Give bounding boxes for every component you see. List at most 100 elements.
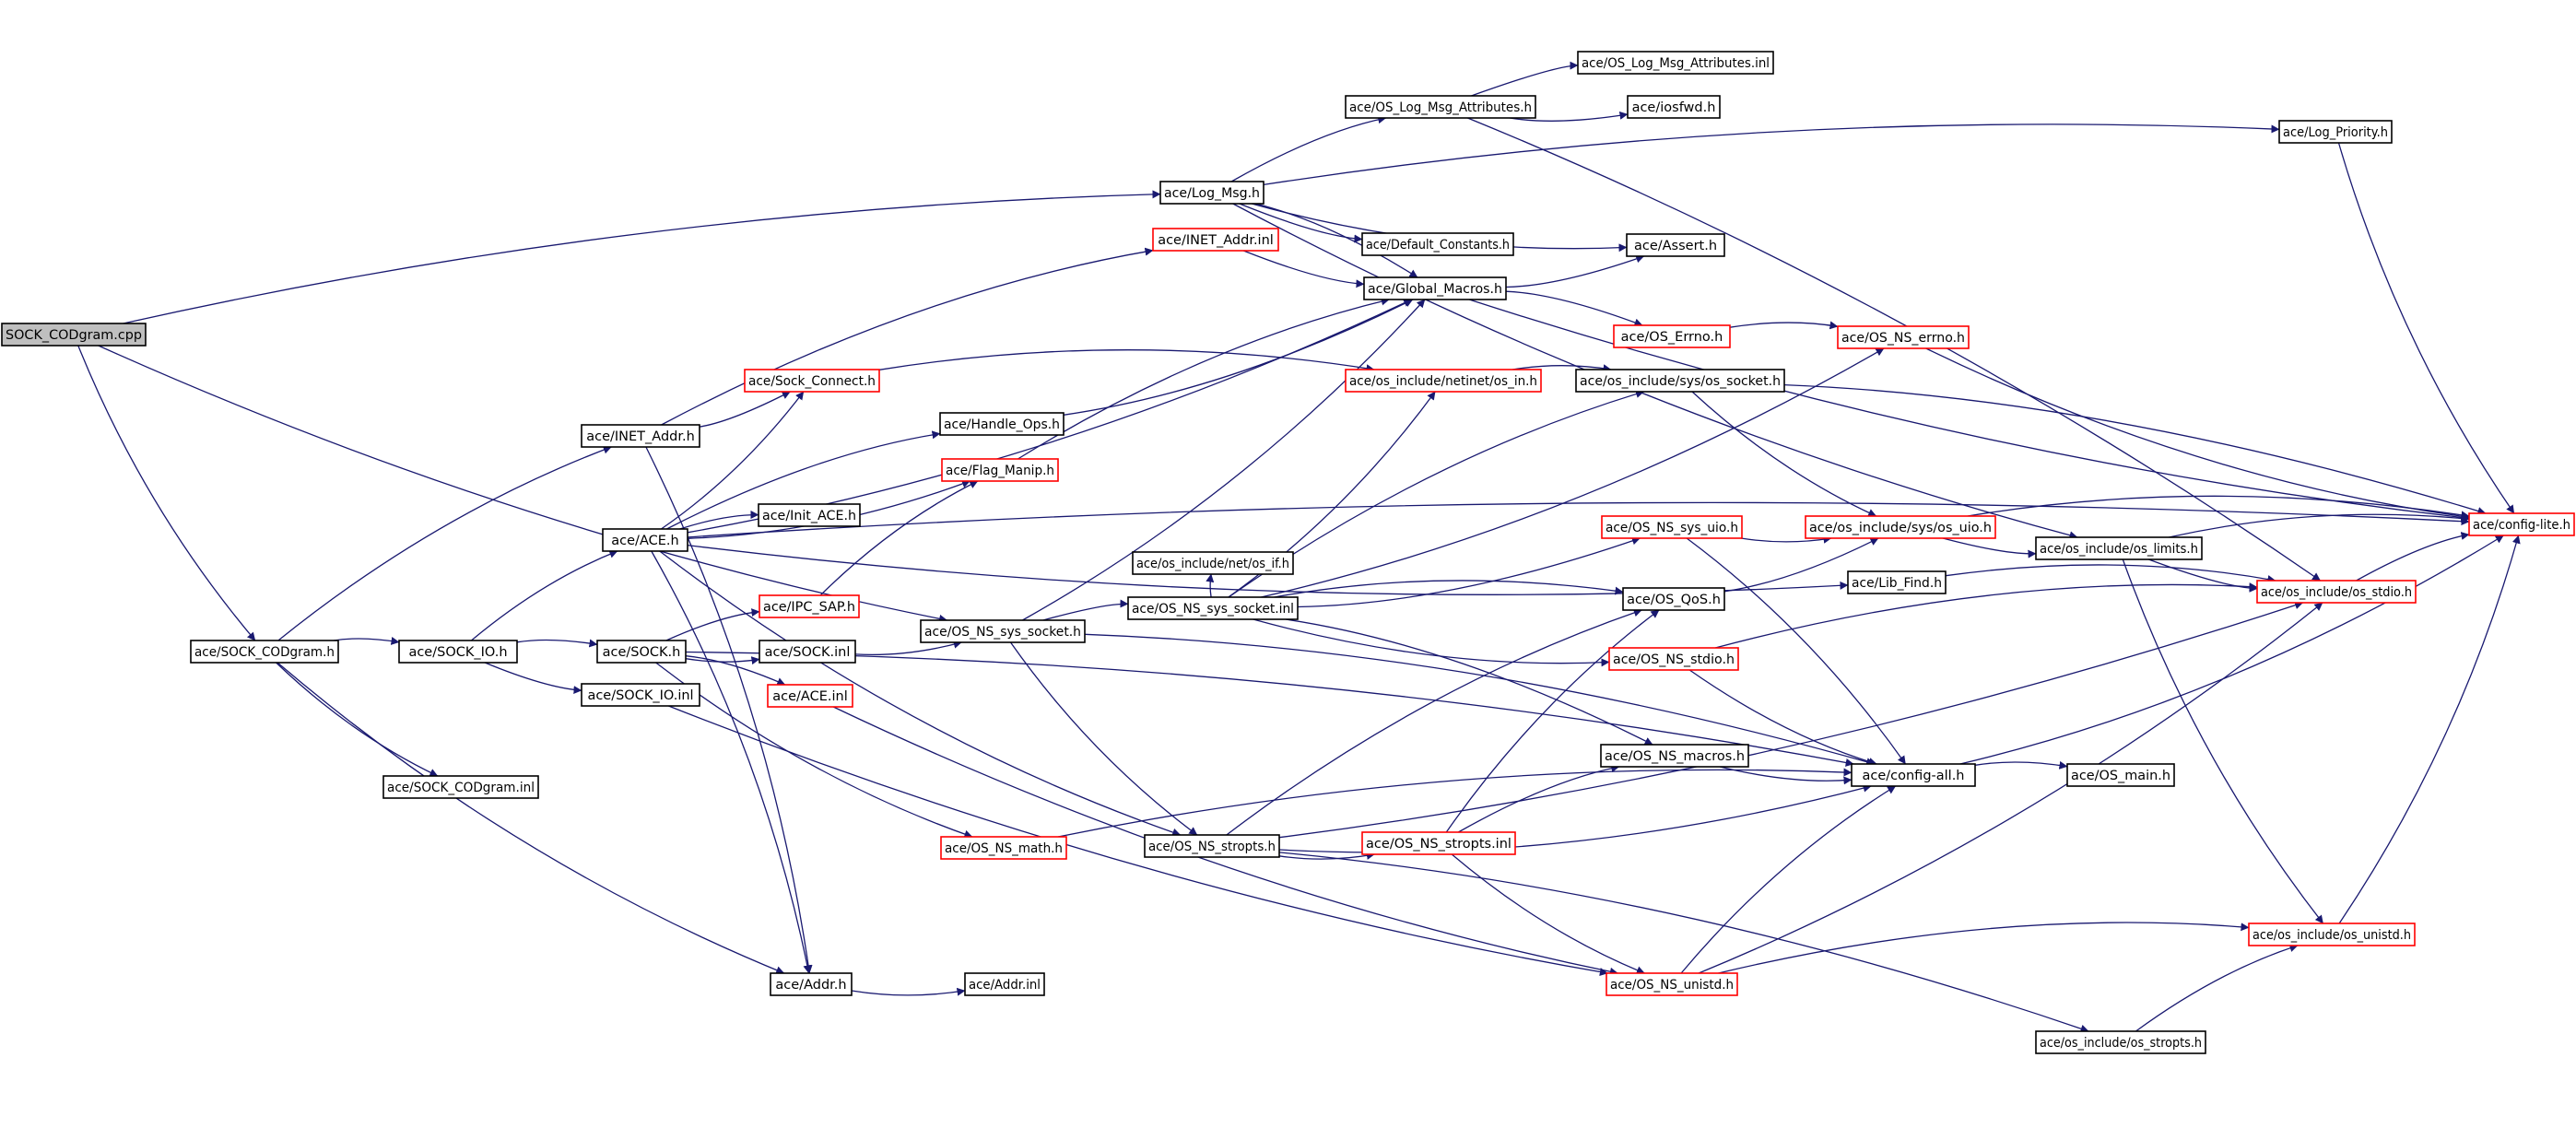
node-box — [1345, 95, 1536, 119]
node-os_log_msg_attr_h[interactable]: ace/OS_Log_Msg_Attributes.h — [1345, 95, 1536, 119]
node-config_lite_h[interactable]: ace/config-lite.h — [2468, 512, 2575, 536]
edge-sock_io_h-to-ace_h — [470, 549, 618, 641]
node-flag_manip_h[interactable]: ace/Flag_Manip.h — [941, 458, 1059, 482]
node-box — [759, 594, 860, 618]
node-label: ace/OS_main.h — [2071, 769, 2170, 783]
edge-inet_addr_h-to-sock_connect_h — [699, 391, 791, 428]
node-label: ace/config-all.h — [1862, 769, 1964, 783]
node-os_ns_unistd_h[interactable]: ace/OS_NS_unistd.h — [1606, 972, 1738, 996]
node-label: ace/SOCK_CODgram.h — [194, 645, 335, 660]
node-os_ns_stropts_h[interactable]: ace/OS_NS_stropts.h — [1144, 834, 1280, 858]
node-os_ns_macros_h[interactable]: ace/OS_NS_macros.h — [1600, 744, 1749, 768]
node-log_msg_h[interactable]: ace/Log_Msg.h — [1159, 181, 1264, 205]
node-os_ns_stdio_h[interactable]: ace/OS_NS_stdio.h — [1608, 647, 1739, 671]
node-iosfwd_h[interactable]: ace/iosfwd.h — [1627, 95, 1721, 119]
node-sock_inl[interactable]: ace/SOCK.inl — [759, 640, 856, 664]
node-global_macros_h[interactable]: ace/Global_Macros.h — [1363, 276, 1507, 300]
edge-log_priority_h-to-config_lite_h — [2337, 142, 2515, 514]
node-init_ace_h[interactable]: ace/Init_ACE.h — [758, 503, 861, 527]
node-os_ns_stropts_inl[interactable]: ace/OS_NS_stropts.inl — [1361, 831, 1516, 855]
edge-flag_manip_h-to-global_macros_h — [1017, 297, 1390, 460]
node-sock_codgram_inl[interactable]: ace/SOCK_CODgram.inl — [382, 775, 539, 799]
node-inet_addr_h[interactable]: ace/INET_Addr.h — [581, 424, 700, 448]
node-label: ace/INET_Addr.h — [586, 429, 695, 444]
node-os_log_msg_attr_inl[interactable]: ace/OS_Log_Msg_Attributes.inl — [1577, 51, 1774, 75]
node-sock_h[interactable]: ace/SOCK.h — [596, 640, 687, 664]
node-assert_h[interactable]: ace/Assert.h — [1626, 233, 1725, 257]
edge-os_ns_stropts_inl-to-os_ns_macros_h — [1457, 764, 1620, 833]
node-os_errno_h[interactable]: ace/OS_Errno.h — [1613, 324, 1731, 348]
edge-os_errno_h-to-os_ns_errno_h — [1729, 321, 1839, 330]
node-label: ace/config-lite.h — [2473, 518, 2570, 533]
node-ipc_sap_h[interactable]: ace/IPC_SAP.h — [759, 594, 860, 618]
edge-os_ns_unistd_h-to-os_stdio_h — [1698, 602, 2323, 974]
edge-config_all_h-to-os_main_h — [1974, 760, 2068, 770]
node-os_if_h[interactable]: ace/os_include/net/os_if.h — [1132, 551, 1294, 575]
node-box — [1622, 587, 1725, 611]
node-os_qos_h[interactable]: ace/OS_QoS.h — [1622, 587, 1725, 611]
node-os_limits_h[interactable]: ace/os_include/os_limits.h — [2035, 536, 2203, 560]
edge-os_socket_h-to-config_lite_h — [1783, 383, 2487, 515]
node-sock_io_h[interactable]: ace/SOCK_IO.h — [398, 640, 518, 664]
node-os_ns_errno_h[interactable]: ace/OS_NS_errno.h — [1837, 325, 1970, 349]
node-config_all_h[interactable]: ace/config-all.h — [1851, 763, 1976, 787]
node-ace_inl[interactable]: ace/ACE.inl — [767, 684, 853, 708]
node-box — [1601, 515, 1743, 539]
edge-inet_addr_h-to-inet_addr_inl — [661, 247, 1154, 426]
node-box — [382, 775, 539, 799]
node-sock_io_inl[interactable]: ace/SOCK_IO.inl — [581, 683, 700, 707]
edge-os_ns_stropts_h-to-os_ns_stropts_inl — [1278, 852, 1375, 860]
edge-os_ns_errno_h-to-config_lite_h — [1925, 347, 2470, 521]
node-os_socket_h[interactable]: ace/os_include/sys/os_socket.h — [1575, 369, 1785, 393]
node-addr_inl[interactable]: ace/Addr.inl — [964, 972, 1045, 996]
node-label: ace/os_include/os_stropts.h — [2040, 1036, 2202, 1051]
edge-global_macros_h-to-assert_h — [1505, 254, 1645, 288]
node-ace_h[interactable]: ace/ACE.h — [602, 528, 688, 552]
node-addr_h[interactable]: ace/Addr.h — [770, 972, 853, 996]
node-os_ns_sys_uio_h[interactable]: ace/OS_NS_sys_uio.h — [1601, 515, 1743, 539]
node-os_in_h[interactable]: ace/os_include/netinet/os_in.h — [1345, 369, 1542, 393]
node-box — [1613, 324, 1731, 348]
edge-os_ns_sys_socket_inl-to-os_if_h — [1206, 573, 1215, 598]
node-log_priority_h[interactable]: ace/Log_Priority.h — [2278, 120, 2393, 144]
node-box — [767, 684, 853, 708]
node-box — [1144, 834, 1280, 858]
edge-os_ns_sys_socket_h-to-os_ns_sys_socket_inl — [1042, 599, 1129, 621]
node-box — [1847, 570, 1947, 594]
edge-os_ns_math_h-to-config_all_h — [1057, 768, 1853, 838]
node-os_ns_sys_socket_inl[interactable]: ace/OS_NS_sys_socket.inl — [1127, 596, 1299, 620]
node-box — [581, 683, 700, 707]
node-inet_addr_inl[interactable]: ace/INET_Addr.inl — [1152, 228, 1279, 252]
edge-handle_ops_h-to-global_macros_h — [1063, 299, 1414, 416]
node-os_stropts_h[interactable]: ace/os_include/os_stropts.h — [2035, 1030, 2206, 1054]
node-os_ns_sys_socket_h[interactable]: ace/OS_NS_sys_socket.h — [920, 619, 1086, 643]
node-lib_find_h[interactable]: ace/Lib_Find.h — [1847, 570, 1947, 594]
node-sock_codgram_h[interactable]: ace/SOCK_CODgram.h — [190, 640, 339, 664]
node-label: ace/Flag_Manip.h — [946, 464, 1054, 478]
node-os_ns_math_h[interactable]: ace/OS_NS_math.h — [940, 836, 1067, 860]
edge-os_qos_h-to-os_uio_h — [1723, 537, 1879, 593]
node-box — [941, 458, 1059, 482]
node-handle_ops_h[interactable]: ace/Handle_Ops.h — [939, 412, 1065, 436]
node-os_unistd_h[interactable]: ace/os_include/os_unistd.h — [2248, 923, 2416, 946]
node-label: ace/os_include/net/os_if.h — [1136, 557, 1289, 571]
node-box — [2256, 580, 2417, 604]
edge-root-to-log_msg_h — [123, 190, 1161, 324]
edge-addr_h-to-addr_inl — [851, 987, 966, 996]
node-label: ace/Handle_Ops.h — [944, 417, 1060, 432]
edge-global_macros_h-to-os_errno_h — [1505, 290, 1643, 327]
node-label: ace/OS_NS_unistd.h — [1610, 978, 1734, 993]
node-os_main_h[interactable]: ace/OS_main.h — [2066, 763, 2175, 787]
node-os_stdio_h[interactable]: ace/os_include/os_stdio.h — [2256, 580, 2417, 604]
node-sock_connect_h[interactable]: ace/Sock_Connect.h — [744, 369, 880, 393]
node-label: ace/OS_Log_Msg_Attributes.h — [1349, 100, 1532, 115]
node-os_uio_h[interactable]: ace/os_include/sys/os_uio.h — [1805, 515, 1996, 539]
edge-os_ns_sys_socket_inl-to-os_ns_errno_h — [1261, 347, 1885, 598]
node-default_constants_h[interactable]: ace/Default_Constants.h — [1361, 232, 1514, 256]
edge-os_unistd_h-to-config_lite_h — [2338, 535, 2521, 924]
node-box — [2468, 512, 2575, 536]
edge-ipc_sap_h-to-flag_manip_h — [819, 480, 979, 596]
edge-log_msg_h-to-log_priority_h — [1263, 123, 2280, 186]
edge-os_socket_h-to-os_uio_h — [1691, 391, 1877, 517]
